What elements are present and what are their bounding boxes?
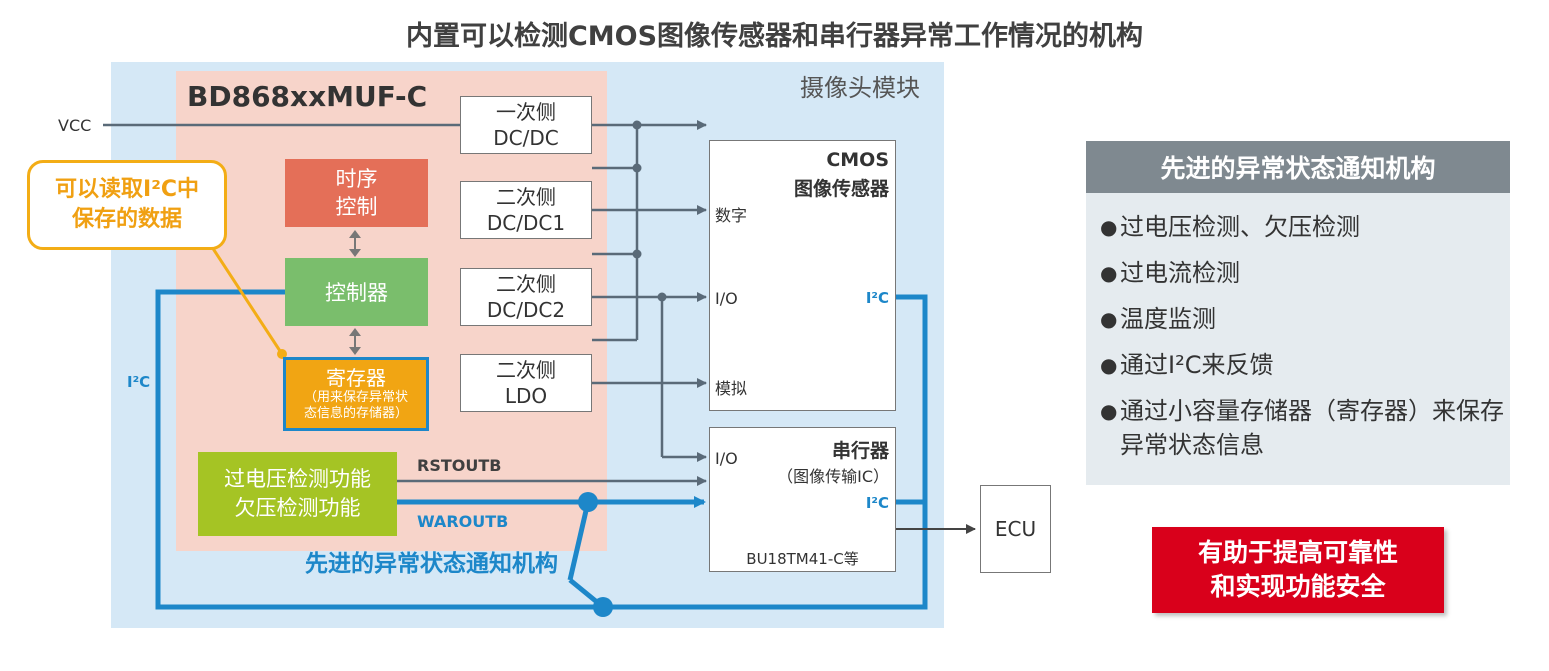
cmos-pin-analog: 模拟 <box>715 379 748 398</box>
feature-text: 温度监测 <box>1120 305 1216 333</box>
cmos-pin-digital: 数字 <box>715 206 748 225</box>
serializer-pin-i2c: I²C <box>865 494 889 512</box>
controller-label: 控制器 <box>325 281 388 305</box>
features-panel <box>1086 141 1510 485</box>
ecu-label: ECU <box>994 517 1037 541</box>
chip-label: BD868xxMUF-C <box>187 80 428 113</box>
bullet-icon: ● <box>1100 215 1118 239</box>
primary-dcdc-box: 一次侧 DC/DC <box>460 96 592 154</box>
ecu-block: ECU <box>980 485 1051 573</box>
secondary-dcdc2-line2: DC/DC2 <box>486 298 566 322</box>
secondary-dcdc1-line2: DC/DC1 <box>486 211 566 235</box>
feature-item: ●通过I²C来反馈 <box>1100 348 1505 382</box>
register-block: 寄存器 （用来保存异常状 态信息的存储器） <box>283 357 429 431</box>
secondary-ldo-line2: LDO <box>504 384 548 408</box>
feature-text: 通过I²C来反馈 <box>1120 351 1274 379</box>
vcc-label: VCC <box>58 116 92 135</box>
serializer-pin-io: I/O <box>715 449 738 468</box>
voltage-detector-block: 过电压检测功能 欠压检测功能 <box>198 452 397 536</box>
serializer-part-number: BU18TM41-C等 <box>746 550 859 568</box>
waroutb-label: WAROUTB <box>417 512 509 531</box>
rstoutb-label: RSTOUTB <box>417 456 502 475</box>
page-title: 内置可以检测CMOS图像传感器和串行器异常工作情况的机构 <box>405 21 1144 52</box>
features-panel-heading: 先进的异常状态通知机构 <box>1086 141 1510 193</box>
secondary-dcdc2-box: 二次侧 DC/DC2 <box>460 268 592 326</box>
feature-text: 过电流检测 <box>1120 259 1240 287</box>
badge-line2: 和实现功能安全 <box>1210 572 1386 601</box>
i2c-read-callout: 可以读取I²C中 保存的数据 <box>27 160 227 250</box>
secondary-ldo-line1: 二次侧 <box>496 358 556 382</box>
feature-item: ●温度监测 <box>1100 302 1505 336</box>
camera-module-label: 摄像头模块 <box>800 74 920 102</box>
timing-control-block: 时序 控制 <box>285 159 428 227</box>
bullet-icon: ● <box>1100 307 1118 331</box>
features-list: ●过电压检测、欠压检测 ●过电流检测 ●温度监测 ●通过I²C来反馈 ●通过小容… <box>1100 210 1505 474</box>
feature-item: ●通过小容量存储器（寄存器）来保存异常状态信息 <box>1100 394 1505 462</box>
secondary-dcdc1-line1: 二次侧 <box>496 185 556 209</box>
detector-line1: 过电压检测功能 <box>224 467 371 491</box>
serializer-block: 串行器 （图像传输IC） I/O I²C BU18TM41-C等 <box>709 427 896 572</box>
cmos-pin-i2c: I²C <box>865 289 889 307</box>
timing-line2: 控制 <box>335 195 378 219</box>
bullet-icon: ● <box>1100 353 1118 377</box>
detector-line2: 欠压检测功能 <box>234 496 361 520</box>
badge-line1: 有助于提高可靠性 <box>1197 538 1398 567</box>
feature-item: ●过电压检测、欠压检测 <box>1100 210 1505 244</box>
secondary-ldo-box: 二次侧 LDO <box>460 354 592 412</box>
cmos-sensor-block: CMOS 图像传感器 数字 I/O 模拟 I²C <box>709 140 896 411</box>
secondary-dcdc2-line1: 二次侧 <box>496 272 556 296</box>
serializer-subtitle: （图像传输IC） <box>777 467 889 486</box>
feature-text: 过电压检测、欠压检测 <box>1120 213 1360 241</box>
cmos-pin-io: I/O <box>715 289 738 308</box>
secondary-dcdc1-box: 二次侧 DC/DC1 <box>460 181 592 239</box>
controller-block: 控制器 <box>285 258 428 326</box>
register-note-line1: （用来保存异常状 <box>303 390 408 405</box>
i2c-bus <box>155 289 928 610</box>
feature-item: ●过电流检测 <box>1100 256 1505 290</box>
cmos-title-line1: CMOS <box>826 149 889 171</box>
callout-line1: 可以读取I²C中 <box>55 177 199 202</box>
primary-dcdc-line2: DC/DC <box>493 126 559 150</box>
feature-text: 通过小容量存储器（寄存器）来保存异常状态信息 <box>1120 397 1504 459</box>
register-title: 寄存器 <box>326 366 386 390</box>
timing-line1: 时序 <box>335 167 378 191</box>
cmos-title-line2: 图像传感器 <box>793 178 889 200</box>
i2c-bus-label: I²C <box>127 373 151 391</box>
bullet-icon: ● <box>1100 261 1118 285</box>
bullet-icon: ● <box>1100 399 1118 423</box>
serializer-title: 串行器 <box>831 440 889 462</box>
safety-badge: 有助于提高可靠性 和实现功能安全 <box>1152 527 1444 613</box>
primary-dcdc-line1: 一次侧 <box>496 100 556 124</box>
register-note-line2: 态信息的存储器） <box>303 406 408 421</box>
callout-pointer <box>210 246 284 355</box>
callout-line2: 保存的数据 <box>71 207 182 232</box>
advanced-mechanism-label: 先进的异常状态通知机构 <box>305 551 558 577</box>
